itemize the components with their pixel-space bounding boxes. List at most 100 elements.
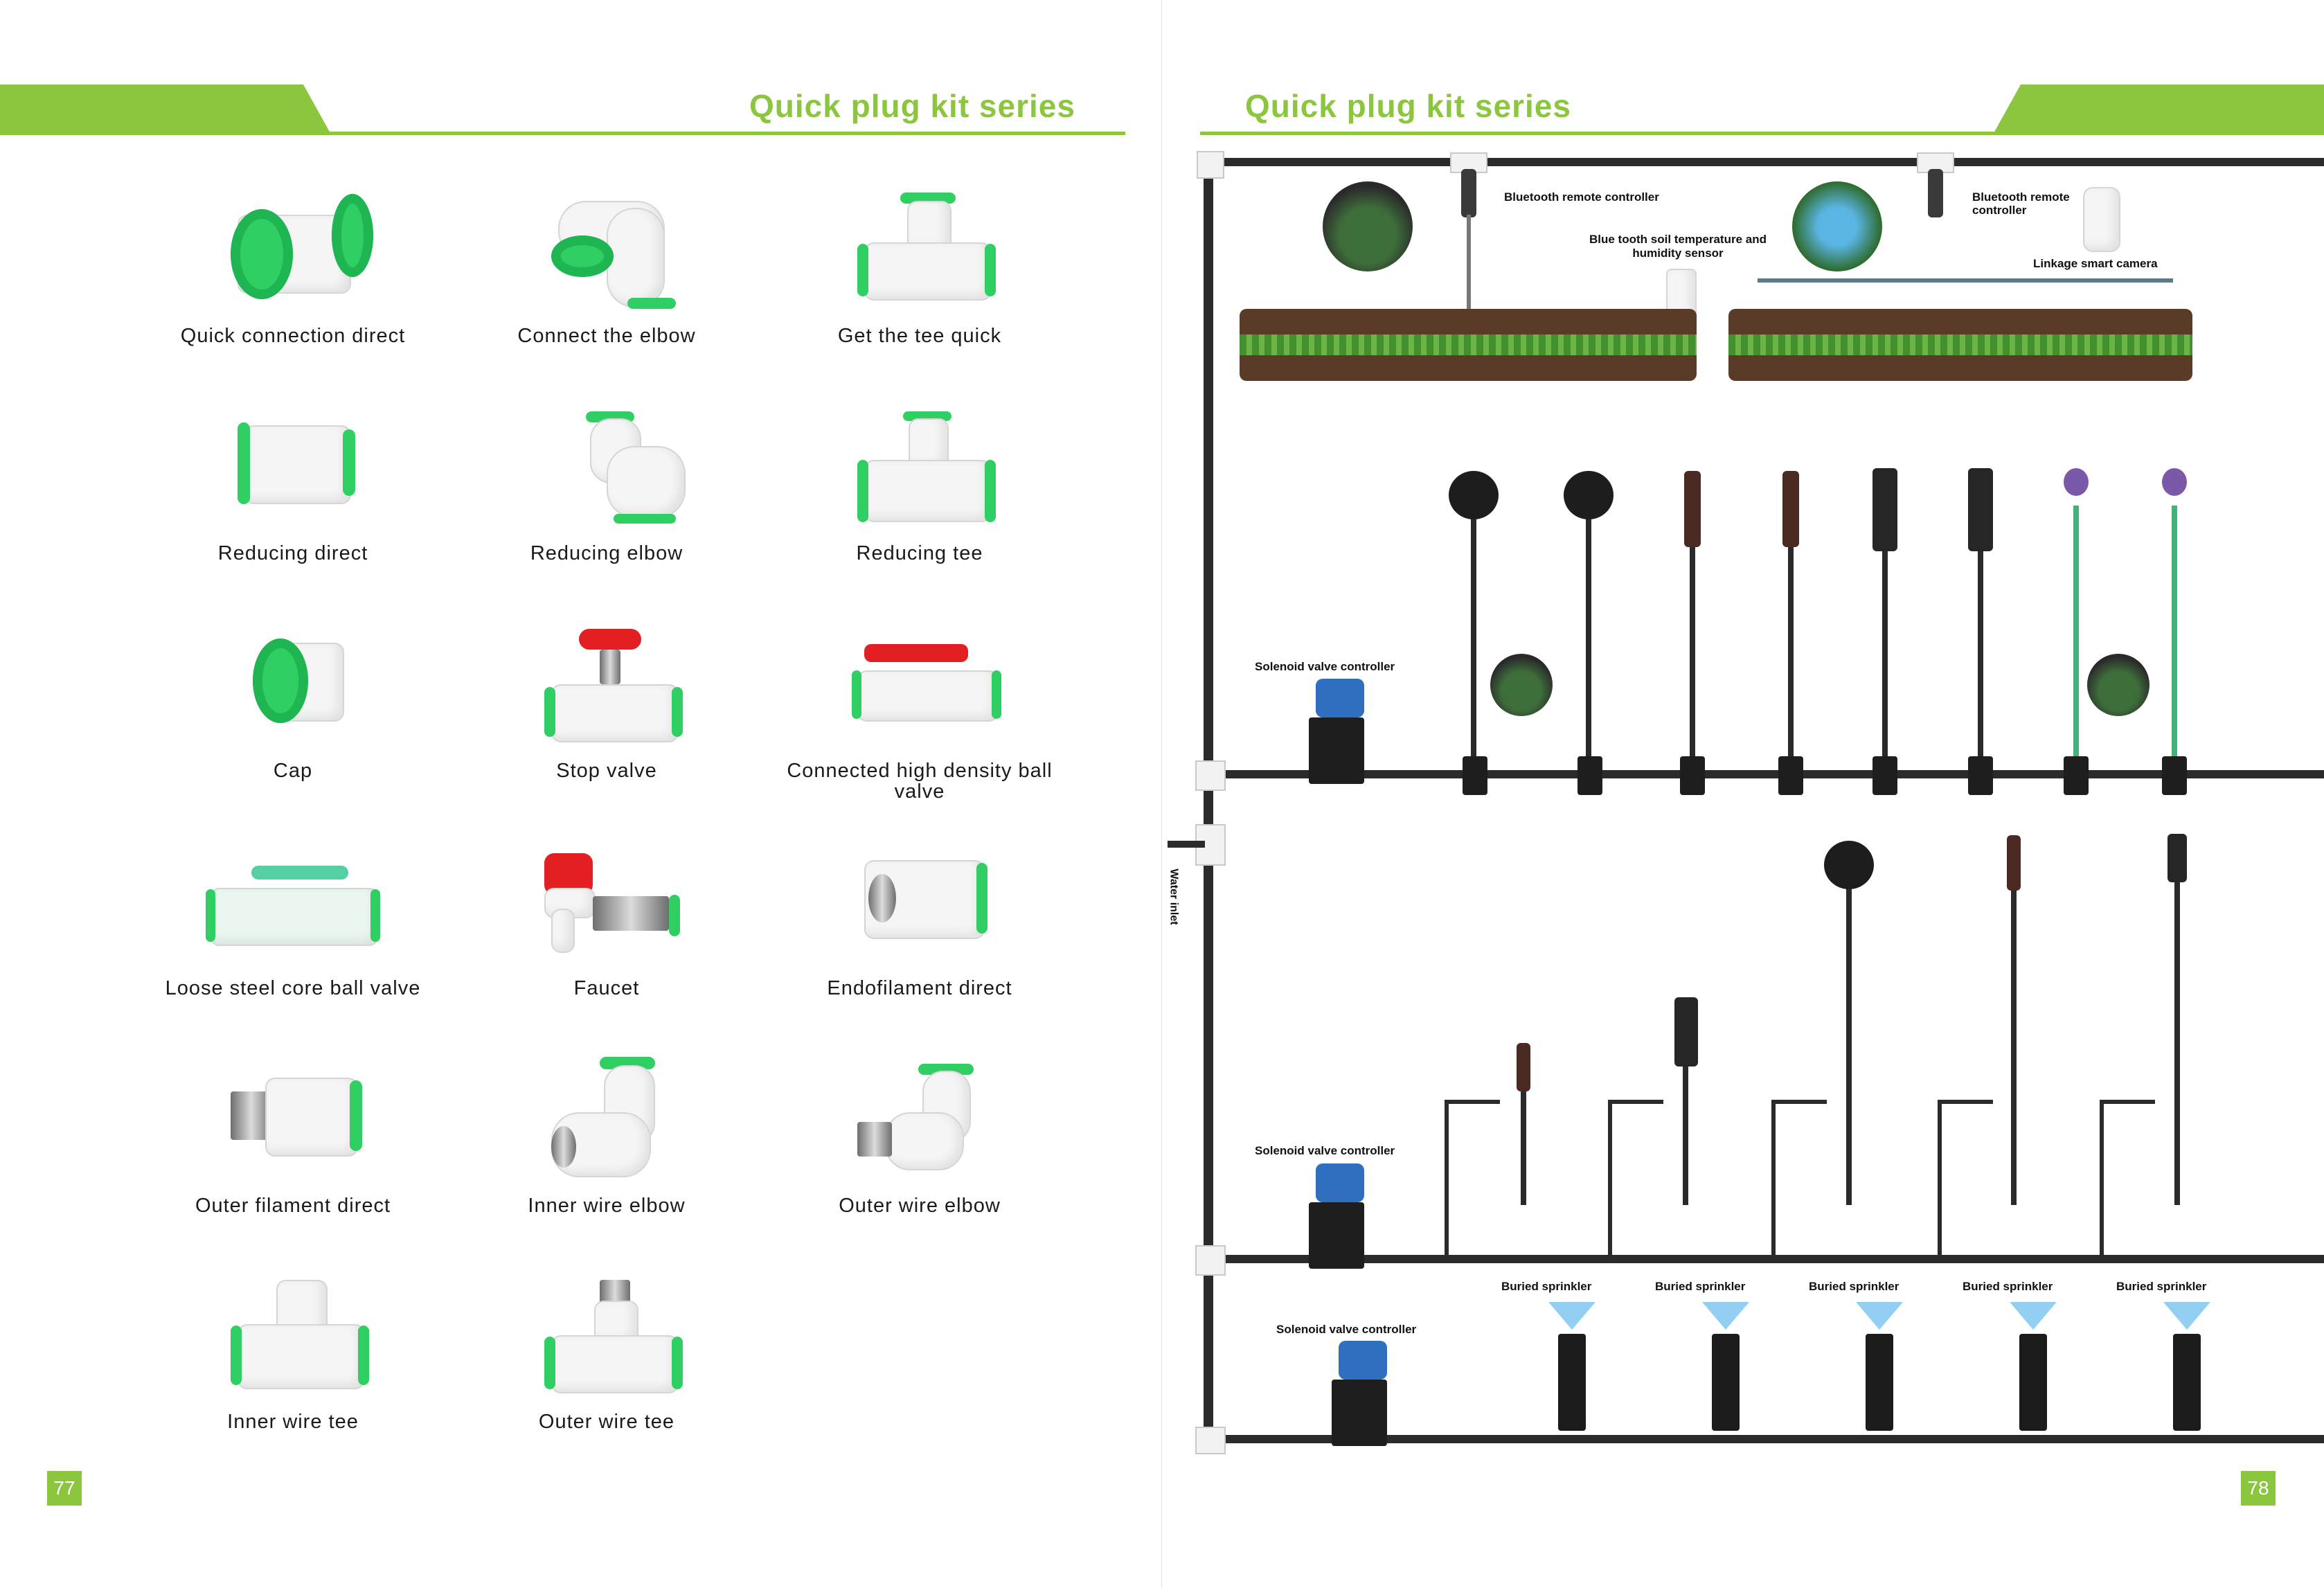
sprinkler-closeup-photo — [2087, 654, 2149, 716]
product-label: Connect the elbow — [517, 325, 696, 347]
product-label: Outer wire tee — [538, 1411, 675, 1433]
product-stop-valve: Stop valve — [461, 615, 752, 781]
straight-coupling-icon — [210, 180, 376, 319]
product-tee-quick: Get the tee quick — [774, 180, 1065, 346]
product-label: Endofilament direct — [827, 977, 1012, 999]
inlet-pipe — [1168, 841, 1205, 848]
product-outer-wire-tee: Outer wire tee — [461, 1266, 752, 1432]
left-page: Quick plug kit series Quick connection d… — [0, 84, 1125, 1506]
inner-thread-coupling-icon — [837, 832, 1003, 971]
buried-sprinkler-label: Buried sprinkler — [1809, 1280, 1900, 1293]
riser-base — [2064, 756, 2089, 795]
elbow-fitting — [1195, 1427, 1226, 1454]
riser — [1978, 526, 1983, 769]
bluetooth-controller-label: Bluetooth remote controller — [1504, 190, 1659, 204]
buried-sprinkler-icon — [2173, 1334, 2201, 1431]
page-title: Quick plug kit series — [1245, 88, 1571, 124]
riser-base — [1680, 756, 1705, 795]
page-number: 78 — [2241, 1471, 2276, 1506]
top-pipe — [1204, 158, 2324, 166]
riser — [1471, 506, 1476, 769]
spike-stake — [1683, 1053, 1688, 1205]
product-faucet: Faucet — [461, 832, 752, 999]
feeder-tube — [1771, 1101, 1776, 1255]
product-label: Connected high density ball valve — [787, 760, 1053, 803]
tee-icon — [837, 180, 1003, 319]
spray-nozzle-icon — [1872, 468, 1897, 551]
tee-fitting — [1195, 760, 1226, 791]
product-endofilament-direct: Endofilament direct — [774, 832, 1065, 999]
product-outer-wire-elbow: Outer wire elbow — [774, 1050, 1065, 1216]
product-label: Stop valve — [556, 760, 657, 782]
feeder-tube — [1938, 1101, 1942, 1255]
riser — [1690, 512, 1695, 769]
solenoid-valve-icon — [1309, 1202, 1364, 1269]
spray-nozzle-icon — [1782, 471, 1799, 547]
spray-nozzle-icon — [1517, 1043, 1530, 1091]
tee-fitting — [1195, 1245, 1226, 1276]
buried-sprinkler-icon — [1558, 1334, 1586, 1431]
spray-pattern-icon — [1856, 1302, 1903, 1330]
riser-base — [2162, 756, 2187, 795]
product-reducing-elbow: Reducing elbow — [461, 398, 752, 564]
sensor-stand — [1467, 215, 1471, 353]
spray-nozzle-icon — [2007, 835, 2021, 891]
solenoid-controller-icon — [1339, 1341, 1387, 1380]
product-label: Get the tee quick — [837, 325, 1002, 347]
spray-pattern-icon — [2010, 1302, 2057, 1330]
distribution-line — [1758, 278, 2173, 283]
solenoid-valve-icon — [1309, 717, 1364, 784]
product-ball-valve: Connected high density ball valve — [774, 615, 1065, 802]
riser-base — [1872, 756, 1897, 795]
feeder-tube — [1445, 1100, 1500, 1104]
inner-thread-tee-icon — [210, 1266, 376, 1404]
bluetooth-controller-icon — [1928, 169, 1943, 217]
cap-icon — [210, 615, 376, 753]
drip-closeup-photo — [1792, 181, 1882, 271]
reducing-coupling-icon — [210, 398, 376, 536]
solenoid-valve-icon — [1332, 1380, 1387, 1446]
drip-closeup-photo — [1323, 181, 1413, 271]
product-label: Inner wire tee — [227, 1411, 359, 1433]
camera-label: Linkage smart camera — [2033, 257, 2158, 270]
right-page: Quick plug kit series Bluetooth remote c… — [1162, 0, 2324, 1588]
reducing-tee-icon — [837, 398, 1003, 536]
page-number: 77 — [47, 1471, 82, 1506]
spike-stake — [1846, 880, 1852, 1205]
product-label: Reducing direct — [217, 542, 368, 564]
product-outer-filament-direct: Outer filament direct — [148, 1050, 438, 1216]
bluetooth-controller-label: Bluetooth remote controller — [1972, 190, 2070, 217]
main-vertical-pipe — [1204, 158, 1213, 1446]
rotary-sprinkler-icon — [1564, 471, 1614, 519]
buried-sprinkler-label: Buried sprinkler — [2116, 1280, 2207, 1293]
riser — [1586, 506, 1591, 769]
branch-pipe-3 — [1204, 1435, 2324, 1443]
inner-thread-elbow-icon — [524, 1050, 690, 1188]
water-inlet-label: Water inlet — [1168, 868, 1180, 925]
solenoid-controller-icon — [1316, 1163, 1364, 1202]
buried-sprinkler-icon — [2019, 1334, 2047, 1431]
steel-core-ball-valve-icon — [206, 832, 380, 971]
elbow-icon — [524, 180, 690, 319]
spray-nozzle-icon — [1684, 471, 1701, 547]
spray-pattern-icon — [2163, 1302, 2210, 1330]
garden-bed — [1728, 309, 2192, 381]
spike-stake — [2011, 886, 2017, 1205]
product-label: Outer wire elbow — [839, 1195, 1001, 1217]
riser-base — [1577, 756, 1602, 795]
spike-stake — [2174, 880, 2180, 1205]
product-label: Quick connection direct — [180, 325, 406, 347]
rotary-sprinkler-icon — [1824, 841, 1874, 889]
solenoid-label: Solenoid valve controller — [1255, 660, 1395, 673]
buried-sprinkler-label: Buried sprinkler — [1501, 1280, 1592, 1293]
product-quick-connection-direct: Quick connection direct — [148, 180, 438, 346]
outer-thread-coupling-icon — [210, 1050, 376, 1188]
elbow-fitting — [1197, 151, 1224, 179]
solenoid-label: Solenoid valve controller — [1276, 1323, 1417, 1336]
header-band — [0, 84, 331, 134]
rotary-sprinkler-icon — [1449, 471, 1499, 519]
product-cap: Cap — [148, 615, 438, 781]
riser — [1788, 512, 1794, 769]
riser — [1882, 526, 1888, 769]
feeder-tube — [1608, 1100, 1663, 1104]
